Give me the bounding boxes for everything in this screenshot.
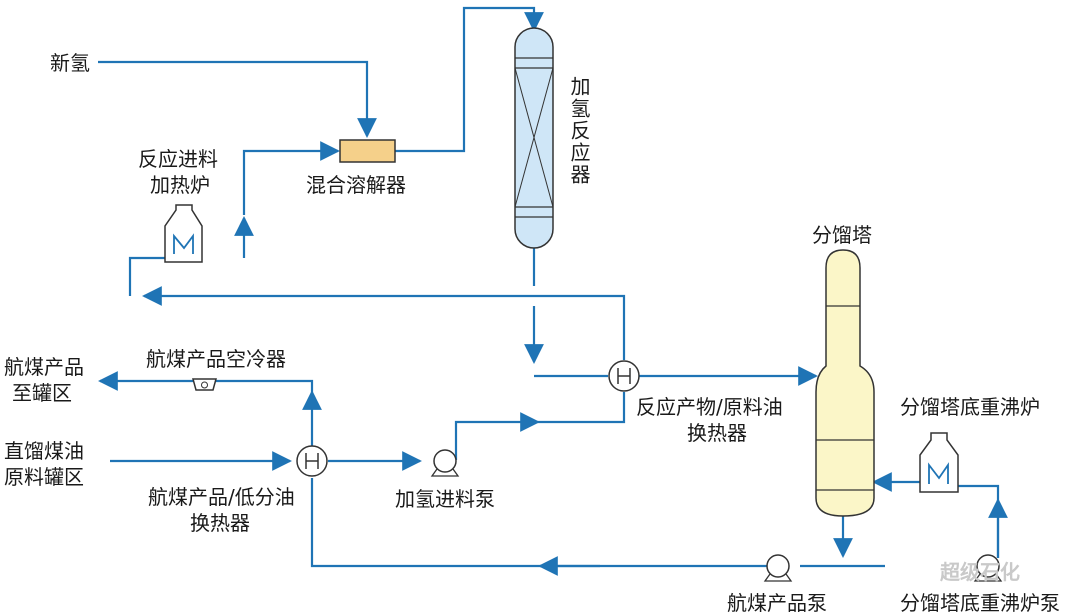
line-hx-feed-branch (538, 392, 626, 424)
product-pump (763, 554, 793, 582)
label-heater-line2: 加热炉 (150, 173, 210, 197)
line-mixer-to-reactor (395, 6, 544, 153)
air-cooler (192, 378, 217, 391)
label-feed-pump: 加氢进料泵 (395, 487, 495, 511)
label-fractionator: 分馏塔 (812, 223, 872, 247)
label-air-cooler: 航煤产品空冷器 (146, 347, 286, 371)
process-lines (98, 6, 1008, 576)
product-lowsep-exchanger (296, 445, 328, 477)
label-reboiler: 分馏塔底重沸炉 (900, 395, 1040, 419)
line-product-return (310, 478, 767, 568)
line-product-to-tank (98, 371, 314, 392)
label-bottom-pump: 分馏塔底重沸炉泵 (900, 591, 1060, 615)
line-new-hydrogen (98, 60, 377, 138)
bottom-pump (973, 554, 1003, 582)
label-feed-tank-1: 直馏煤油 (4, 439, 84, 463)
mixer-vessel (339, 139, 396, 163)
feed-pump (430, 449, 460, 477)
line-heater-loop (128, 256, 165, 296)
label-product-to-tank-1: 航煤产品 (4, 355, 84, 379)
label-product-exchanger-2: 换热器 (190, 511, 250, 535)
line-bottom-pump-up (936, 484, 1000, 558)
label-product-pump: 航煤产品泵 (727, 591, 827, 615)
label-new-hydrogen: 新氢 (50, 51, 90, 75)
label-reaction-exchanger-2: 换热器 (687, 421, 747, 445)
label-mixer: 混合溶解器 (306, 173, 406, 197)
reaction-product-feed-exchanger (608, 360, 640, 392)
hydrogenation-reactor (514, 27, 554, 249)
label-product-to-tank-2: 至罐区 (12, 381, 72, 405)
watermark: 超级石化 (940, 560, 1020, 584)
label-feed-tank-2: 原料罐区 (4, 465, 84, 489)
label-reactor: 加氢反应器 (567, 76, 591, 186)
line-pump-to-hx (454, 412, 540, 460)
line-heater-to-mixer (242, 141, 340, 215)
reaction-feed-heater (164, 204, 203, 263)
label-reaction-exchanger-1: 反应产物/原料油 (636, 395, 783, 419)
fractionator-column (815, 249, 875, 517)
label-product-exchanger-1: 航煤产品/低分油 (148, 485, 295, 509)
label-heater-line1: 反应进料 (138, 147, 218, 171)
reboiler-furnace (919, 432, 959, 493)
line-return-to-heater (142, 286, 626, 360)
